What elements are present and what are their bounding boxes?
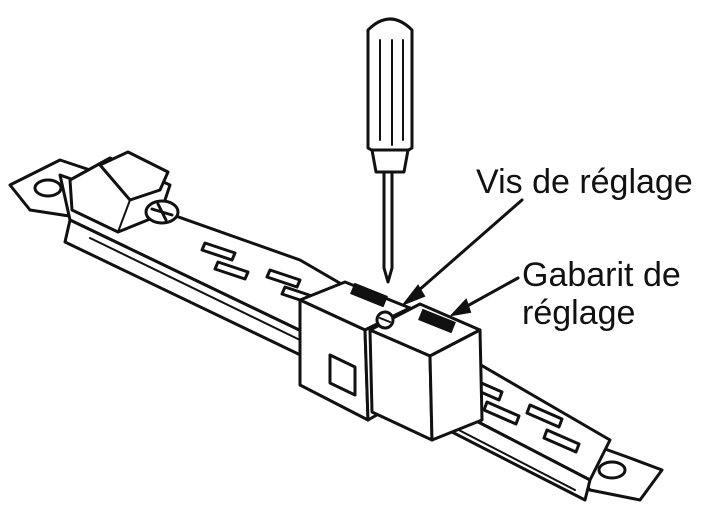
adjust-gauge-label: Gabarit de réglage [522,256,681,332]
screwdriver-icon [366,17,414,284]
screw-head-icon [144,199,180,225]
adjust-gauge-label-line2: réglage [522,294,636,332]
adjustment-gauge [298,280,484,442]
callout-arrows [400,198,524,317]
adjust-screw-label: Vis de réglage [476,163,693,201]
adjust-gauge-label-line1: Gabarit de [522,256,681,294]
